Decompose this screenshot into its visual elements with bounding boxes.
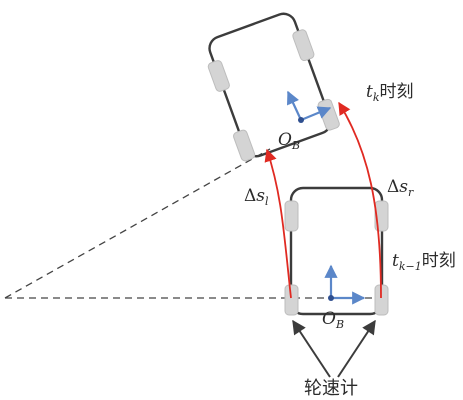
axis-arrow-icon	[300, 106, 332, 122]
axis-arrow-icon	[287, 90, 302, 121]
vehicle-body-bottom	[289, 186, 384, 316]
wheel-icon	[374, 200, 389, 232]
wheel-icon	[292, 29, 315, 62]
origin-dot	[328, 295, 334, 301]
right-wheel-path	[338, 101, 382, 299]
label-delta-sl: Δsl	[244, 186, 269, 208]
origin-dot	[298, 117, 304, 123]
odometer-arrow-left	[292, 319, 331, 378]
label-odometer: 轮速计	[304, 378, 358, 399]
wheel-icon	[207, 60, 230, 92]
left-wheel-path	[264, 148, 292, 299]
label-tk: tk时刻	[366, 82, 414, 104]
vehicle-top	[207, 12, 340, 162]
wheel-icon	[284, 284, 299, 316]
label-tk-minus-1: tk−1时刻	[392, 251, 456, 273]
wheel-icon	[317, 98, 340, 131]
wheel-icon	[284, 200, 299, 232]
vehicle-bottom	[284, 186, 389, 316]
odometer-arrow-right	[337, 319, 376, 378]
label-ob-top: OB	[278, 130, 300, 152]
dashed-line-upper	[4, 148, 271, 299]
vehicle-body-top	[208, 12, 332, 158]
label-ob-bottom: OB	[322, 309, 344, 331]
label-delta-sr: Δsr	[387, 177, 414, 199]
wheel-icon	[233, 129, 256, 162]
